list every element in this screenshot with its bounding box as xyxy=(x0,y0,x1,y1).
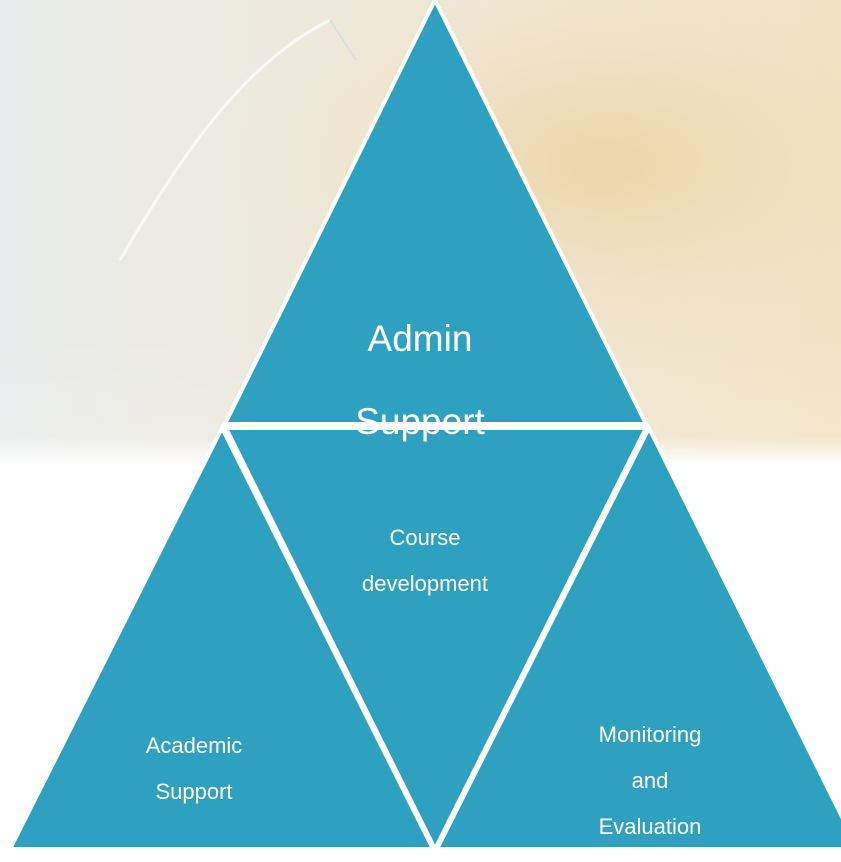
triangle-monitoring-evaluation xyxy=(434,423,841,849)
triangle-admin-support xyxy=(221,0,650,426)
label-line: Support xyxy=(355,401,485,443)
triangle-academic-support xyxy=(7,423,436,849)
label-line: development xyxy=(362,571,488,597)
label-line: and xyxy=(631,768,669,794)
label-line: Academic xyxy=(145,733,243,759)
label-line: Monitoring xyxy=(598,722,702,748)
label-monitoring-evaluation: Monitoring and Evaluation xyxy=(560,700,740,862)
triangle-course-development xyxy=(222,426,650,849)
label-line: Evaluation xyxy=(598,814,702,840)
label-line: Support xyxy=(155,779,233,805)
label-admin-support: Admin Support xyxy=(332,276,508,485)
label-line: Course xyxy=(389,525,461,551)
label-academic-support: Academic Support xyxy=(136,711,252,826)
label-course-development: Course development xyxy=(337,503,513,618)
label-line: Admin xyxy=(367,317,473,359)
